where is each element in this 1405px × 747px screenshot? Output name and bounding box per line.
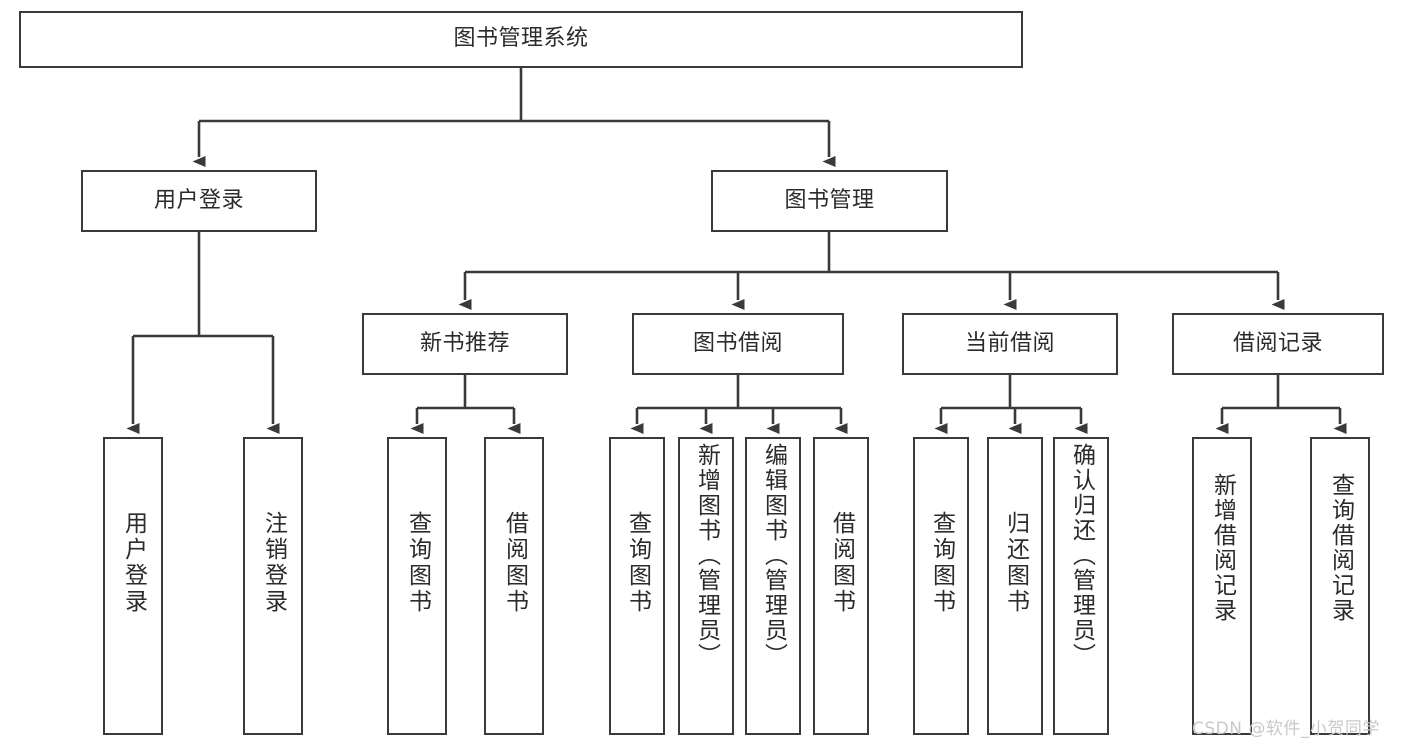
node-root-label: 图书管理系统 (453, 26, 589, 52)
edge-book-borrow-to-leaves (630, 375, 848, 434)
leaf-query-book-current-label: 查询图书 (928, 511, 955, 615)
leaf-logout[interactable]: 注销登录 (243, 437, 303, 735)
node-book-borrow-label: 图书借阅 (692, 330, 783, 356)
leaf-borrow-book-rec-label: 借阅图书 (501, 511, 528, 615)
node-user-login[interactable]: 用户登录 (81, 170, 317, 232)
leaf-query-book-borrow-label: 查询图书 (624, 511, 651, 615)
node-book-borrow[interactable]: 图书借阅 (632, 313, 844, 375)
leaf-query-borrow-record-label: 查询借阅记录 (1327, 473, 1354, 623)
leaf-edit-book-admin[interactable]: 编辑图书（管理员） (745, 437, 801, 735)
csdn-watermark: CSDN @软件_小贺同学 (1192, 719, 1380, 739)
node-borrow-record[interactable]: 借阅记录 (1172, 313, 1384, 375)
leaf-logout-label: 注销登录 (260, 511, 287, 615)
leaf-query-book-current[interactable]: 查询图书 (913, 437, 969, 735)
leaf-query-borrow-record[interactable]: 查询借阅记录 (1310, 437, 1370, 735)
leaf-confirm-return-admin-label: 确认归还（管理员） (1068, 443, 1095, 668)
node-book-management-label: 图书管理 (784, 187, 875, 213)
node-current-borrow[interactable]: 当前借阅 (902, 313, 1118, 375)
leaf-edit-book-admin-label: 编辑图书（管理员） (760, 443, 787, 668)
edge-root-to-level2 (192, 68, 836, 167)
leaf-user-login[interactable]: 用户登录 (103, 437, 163, 735)
node-user-login-label: 用户登录 (153, 187, 244, 213)
leaf-query-book-rec-label: 查询图书 (404, 511, 431, 615)
leaf-query-book-borrow[interactable]: 查询图书 (609, 437, 665, 735)
leaf-query-book-rec[interactable]: 查询图书 (387, 437, 447, 735)
leaf-return-book[interactable]: 归还图书 (987, 437, 1043, 735)
leaf-user-login-label: 用户登录 (120, 511, 147, 615)
edge-current-borrow-to-leaves (934, 375, 1088, 434)
leaf-return-book-label: 归还图书 (1002, 511, 1029, 615)
leaf-borrow-book-rec[interactable]: 借阅图书 (484, 437, 544, 735)
leaf-add-borrow-record-label: 新增借阅记录 (1209, 473, 1236, 623)
edge-new-book-rec-to-leaves (410, 375, 521, 434)
node-new-book-recommend[interactable]: 新书推荐 (362, 313, 568, 375)
edge-borrow-record-to-leaves (1215, 375, 1347, 434)
leaf-add-book-admin[interactable]: 新增图书（管理员） (678, 437, 734, 735)
edge-user-login-to-leaves (126, 232, 280, 434)
leaf-add-borrow-record[interactable]: 新增借阅记录 (1192, 437, 1252, 735)
leaf-borrow-book-label: 借阅图书 (828, 511, 855, 615)
node-root[interactable]: 图书管理系统 (19, 11, 1023, 68)
edge-book-mgmt-to-level3 (458, 232, 1285, 310)
leaf-add-book-admin-label: 新增图书（管理员） (693, 443, 720, 668)
leaf-confirm-return-admin[interactable]: 确认归还（管理员） (1053, 437, 1109, 735)
node-current-borrow-label: 当前借阅 (964, 330, 1055, 356)
node-new-book-recommend-label: 新书推荐 (419, 330, 510, 356)
node-borrow-record-label: 借阅记录 (1232, 330, 1323, 356)
leaf-borrow-book[interactable]: 借阅图书 (813, 437, 869, 735)
node-book-management[interactable]: 图书管理 (711, 170, 948, 232)
